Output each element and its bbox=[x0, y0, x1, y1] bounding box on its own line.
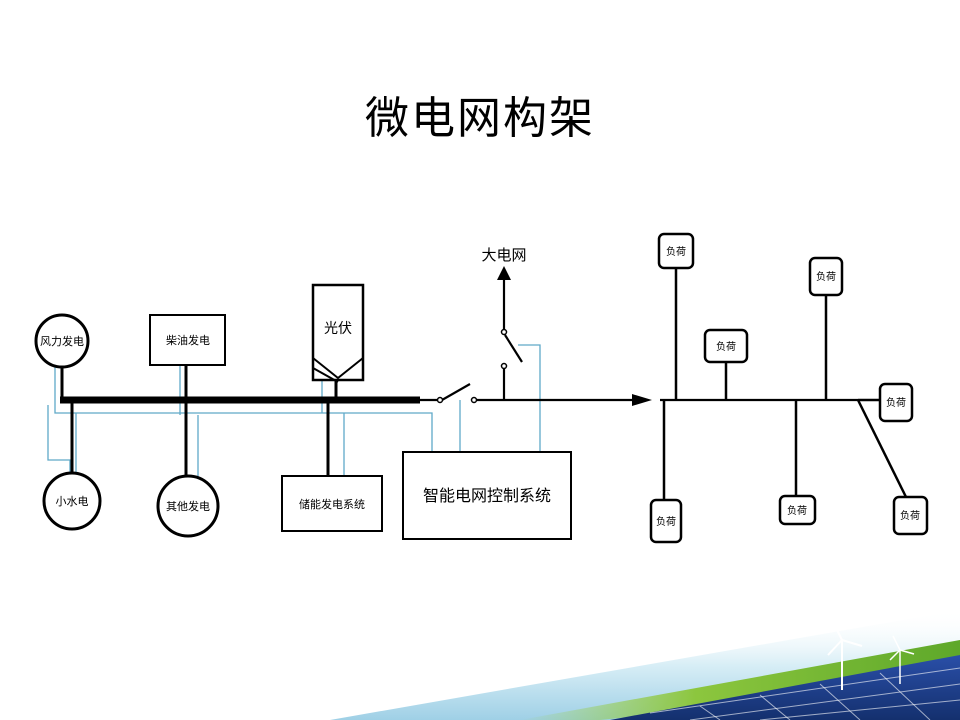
switch-contacts bbox=[436, 328, 508, 404]
load-label: 负荷 bbox=[656, 515, 676, 528]
page-title: 微电网构架 bbox=[365, 93, 595, 144]
load-label: 负荷 bbox=[816, 270, 836, 283]
grid-label: 大电网 bbox=[481, 246, 526, 264]
storage-system: 储能发电系统 bbox=[281, 475, 383, 532]
wind-generator: 风力发电 bbox=[34, 313, 90, 369]
storage-label: 储能发电系统 bbox=[299, 497, 365, 511]
load-label: 负荷 bbox=[666, 245, 686, 258]
load-label: 负荷 bbox=[900, 509, 920, 522]
background-solar-decoration bbox=[330, 610, 960, 720]
source-connections bbox=[60, 365, 338, 478]
controller-box: 智能电网控制系统 bbox=[402, 451, 572, 540]
load-label: 负荷 bbox=[787, 504, 807, 517]
diesel-label: 柴油发电 bbox=[166, 333, 210, 347]
other-generator: 其他发电 bbox=[156, 474, 220, 538]
grid-arrow-icon bbox=[497, 266, 511, 280]
pv-generator: 光伏 bbox=[311, 283, 365, 383]
other-label: 其他发电 bbox=[166, 499, 210, 513]
wind-turbine-icon bbox=[889, 635, 915, 684]
load-box: 负荷 bbox=[703, 328, 749, 364]
load-box: 负荷 bbox=[878, 382, 914, 423]
load-box: 负荷 bbox=[778, 494, 817, 526]
hydro-generator: 小水电 bbox=[42, 471, 102, 531]
flow-arrow-icon bbox=[632, 394, 652, 406]
pv-label: 光伏 bbox=[324, 321, 352, 337]
load-box: 负荷 bbox=[649, 498, 683, 544]
load-label: 负荷 bbox=[886, 396, 906, 409]
wind-label: 风力发电 bbox=[40, 334, 84, 348]
load-label: 负荷 bbox=[716, 340, 736, 353]
hydro-label: 小水电 bbox=[56, 495, 89, 508]
load-box: 负荷 bbox=[808, 256, 844, 297]
load-box: 负荷 bbox=[657, 232, 695, 270]
wind-turbine-icon bbox=[827, 619, 863, 690]
controller-label: 智能电网控制系统 bbox=[423, 486, 551, 505]
feeder-line bbox=[420, 275, 858, 402]
diesel-generator: 柴油发电 bbox=[149, 314, 226, 366]
load-branches bbox=[662, 268, 908, 500]
load-box: 负荷 bbox=[892, 495, 929, 536]
